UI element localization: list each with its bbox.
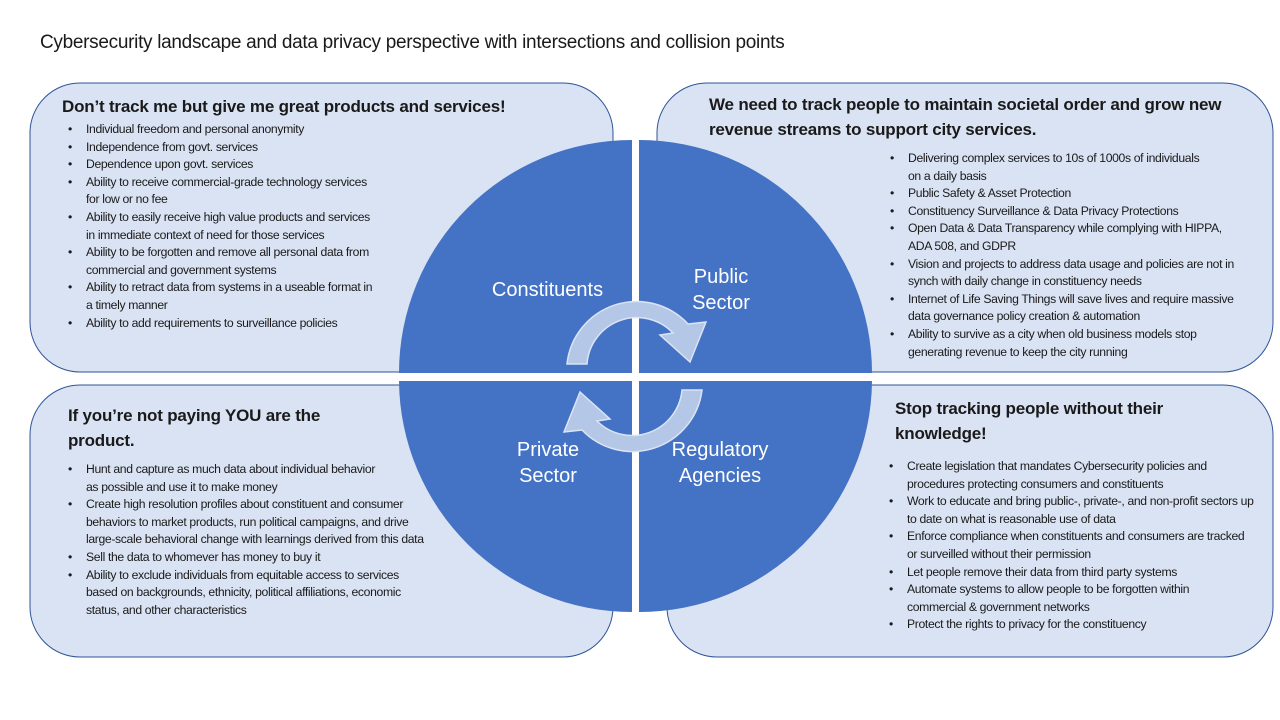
panel-top-left: Don’t track me but give me great product… (62, 94, 602, 332)
bullet-list: Hunt and capture as much data about indi… (64, 461, 426, 619)
list-item: Public Safety & Asset Protection (886, 185, 1238, 203)
list-item: Vision and projects to address data usag… (886, 256, 1238, 291)
private-line-2: Sector (519, 465, 577, 487)
cycle-arrow-top-icon (566, 300, 708, 365)
list-item: Open Data & Data Transparency while comp… (886, 220, 1238, 255)
regulatory-line-2: Agencies (678, 465, 762, 487)
panel-heading: We need to track people to maintain soci… (709, 95, 1222, 139)
list-item: Sell the data to whomever has money to b… (64, 549, 426, 567)
list-item: Dependence upon govt. services (64, 156, 382, 174)
list-item: Ability to survive as a city when old bu… (886, 326, 1238, 361)
bullet-list: Individual freedom and personal anonymit… (64, 121, 382, 332)
list-item: Let people remove their data from third … (885, 564, 1257, 582)
bullet-list: Delivering complex services to 10s of 10… (886, 150, 1238, 361)
list-item: Protect the rights to privacy for the co… (885, 616, 1257, 634)
list-item: Create legislation that mandates Cyberse… (885, 458, 1257, 493)
quadrant-regulatory-agencies (639, 381, 872, 612)
quadrant-label-constituents: Constituents (491, 279, 604, 301)
quadrant-label-regulatory-agencies: Regulatory Agencies (650, 437, 790, 489)
bullet-list: Create legislation that mandates Cyberse… (885, 458, 1257, 634)
panel-heading: Don’t track me but give me great product… (62, 97, 506, 116)
panel-bottom-right: Stop tracking people without their knowl… (889, 396, 1265, 634)
list-item: Delivering complex services to 10s of 10… (886, 150, 1208, 185)
panel-heading: If you’re not paying YOU are the product… (68, 406, 321, 450)
list-item: Ability to receive commercial-grade tech… (64, 174, 371, 209)
panel-bottom-left: If you’re not paying YOU are the product… (68, 403, 608, 619)
panel-top-right: We need to track people to maintain soci… (709, 92, 1254, 361)
list-item: Constituency Surveillance & Data Privacy… (886, 203, 1238, 221)
list-item: Ability to exclude individuals from equi… (64, 567, 426, 620)
cycle-arrow-bottom-icon (562, 389, 703, 453)
list-item: Ability to easily receive high value pro… (64, 209, 376, 244)
quadrant-constituents (399, 140, 632, 373)
list-item: Ability to add requirements to surveilla… (64, 315, 382, 333)
quadrant-private-sector (399, 381, 632, 612)
quadrant-public-sector (639, 140, 872, 373)
slide-title: Cybersecurity landscape and data privacy… (40, 32, 785, 53)
list-item: Hunt and capture as much data about indi… (64, 461, 386, 496)
list-item: Internet of Life Saving Things will save… (886, 291, 1238, 326)
list-item: Independence from govt. services (64, 139, 382, 157)
regulatory-line-1: Regulatory (671, 439, 769, 461)
list-item: Work to educate and bring public-, priva… (885, 493, 1257, 528)
list-item: Ability to retract data from systems in … (64, 279, 376, 314)
public-line-2: Sector (692, 292, 750, 314)
panel-heading: Stop tracking people without their knowl… (895, 399, 1164, 443)
public-line-1: Public (693, 266, 749, 288)
list-item: Enforce compliance when constituents and… (885, 528, 1257, 563)
list-item: Automate systems to allow people to be f… (885, 581, 1237, 616)
list-item: Create high resolution profiles about co… (64, 496, 426, 549)
quadrant-label-private-sector: Private Sector (488, 437, 608, 489)
private-line-1: Private (516, 439, 580, 461)
list-item: Individual freedom and personal anonymit… (64, 121, 382, 139)
list-item: Ability to be forgotten and remove all p… (64, 244, 382, 279)
quadrant-label-public-sector: Public Sector (661, 264, 781, 316)
